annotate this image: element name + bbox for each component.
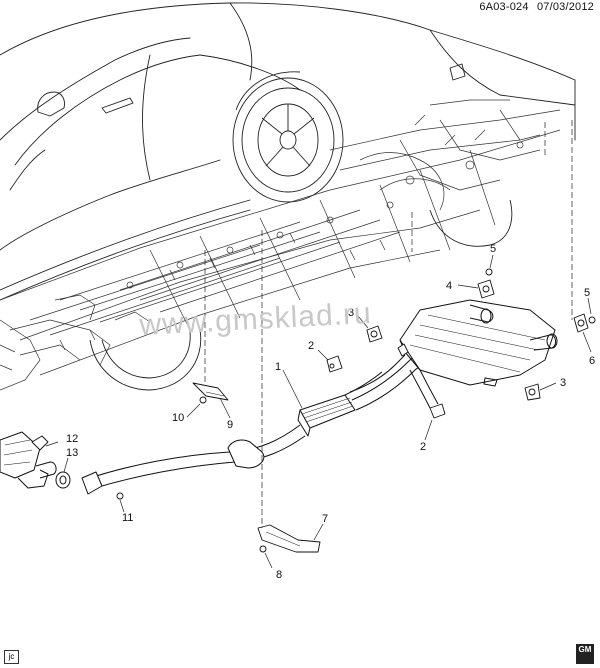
rear-wheel xyxy=(232,71,344,203)
vehicle-body-outline xyxy=(0,2,576,301)
callout-12: 12 xyxy=(66,433,78,445)
callout-13: 13 xyxy=(66,447,78,459)
leader-lines xyxy=(45,120,592,569)
diagram-code: 6A03-024 xyxy=(479,1,529,13)
callout-5a: 5 xyxy=(490,243,496,255)
callout-6: 6 xyxy=(589,355,595,367)
diagram-date: 07/03/2012 xyxy=(536,1,594,13)
underbody-floor-pan xyxy=(0,99,561,391)
callout-11: 11 xyxy=(122,512,133,524)
watermark-text: www.gmsklad.ru xyxy=(138,297,373,342)
gm-logo-text: GM xyxy=(578,645,592,654)
exhaust-pipe-assembly xyxy=(0,299,558,495)
gm-logo: GM xyxy=(576,644,594,664)
callout-7: 7 xyxy=(322,513,328,525)
diagram-header: 6A03-024 07/03/2012 xyxy=(474,1,594,13)
callout-numbers: 1 2 2 3 3 4 5 5 6 7 8 9 10 11 12 13 xyxy=(66,243,595,581)
callout-2a: 2 xyxy=(308,340,314,352)
callout-10: 10 xyxy=(172,412,184,424)
callout-4: 4 xyxy=(446,280,452,292)
callout-3a: 3 xyxy=(348,307,354,319)
far-rear-wheel xyxy=(429,199,513,247)
callout-3b: 3 xyxy=(560,377,566,389)
corner-badge: jc xyxy=(4,650,19,664)
front-wheel xyxy=(89,329,202,391)
callout-8: 8 xyxy=(276,569,282,581)
callout-1: 1 xyxy=(275,361,281,373)
hardware-parts xyxy=(31,268,596,553)
callout-9: 9 xyxy=(227,419,233,431)
callout-5b: 5 xyxy=(584,287,590,299)
callout-2b: 2 xyxy=(420,441,426,453)
